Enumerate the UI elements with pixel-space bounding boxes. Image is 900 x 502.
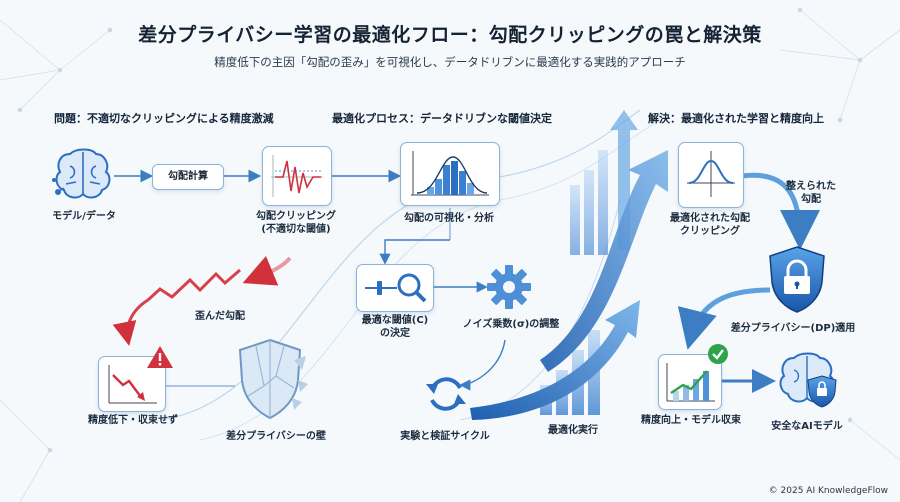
label-clipping: 勾配クリッピング (不適切な閾値): [236, 210, 356, 236]
section-problem-title: 問題：不適切なクリッピングによる精度激減: [54, 112, 274, 125]
label-aligned-gradient: 整えられた 勾配: [776, 180, 846, 206]
label-noise-tune: ノイズ乗数(σ)の調整: [462, 319, 560, 330]
label-experiment-cycle: 実験と検証サイクル: [400, 431, 490, 442]
accuracy-up-box: [658, 354, 722, 410]
label-opt-clip: 最適化された勾配 クリッピング: [652, 212, 768, 238]
refresh-icon: [426, 377, 466, 411]
label-aligned-line1: 整えられた: [786, 181, 836, 192]
label-distorted-gradient: 歪んだ勾配: [195, 311, 245, 322]
warning-icon: [147, 346, 173, 368]
label-dp-wall: 差分プライバシーの壁: [226, 431, 326, 442]
page-title: 差分プライバシー学習の最適化フロー：勾配クリッピングの罠と解決策: [138, 24, 762, 46]
label-optimal-threshold: 最適な閾値(C) の決定: [340, 314, 450, 340]
waveform-icon: [271, 155, 323, 197]
brain-shield-icon: [779, 352, 837, 408]
distorted-gradient-zigzag: [146, 268, 241, 302]
copyright: © 2025 AI KnowledgeFlow: [768, 486, 888, 496]
label-opt-clip-line1: 最適化された勾配: [670, 213, 750, 224]
label-optimize-run: 最適化実行: [548, 425, 598, 436]
section-process-title: 最適化プロセス：データドリブンな閾値決定: [332, 112, 552, 125]
optimization-arrow-upper: [540, 150, 668, 372]
label-optimal-threshold-line1: 最適な閾値(C): [361, 315, 429, 326]
label-dp-apply: 差分プライバシー(DP)適用: [730, 323, 856, 334]
chart-check-icon: [666, 363, 715, 402]
clipping-box: [262, 146, 332, 206]
shattered-shield-icon: [238, 338, 308, 420]
label-grad-visualize: 勾配の可視化・分析: [404, 213, 494, 224]
optimized-curve-icon: [687, 151, 735, 197]
label-clipping-line1: 勾配クリッピング: [256, 211, 336, 222]
check-badge-icon: [708, 344, 728, 364]
label-opt-clip-line2: クリッピング: [680, 226, 740, 237]
optimal-threshold-box: [356, 264, 434, 312]
label-model-data: モデル/データ: [52, 211, 116, 222]
label-clipping-line2: (不適切な閾値): [261, 224, 331, 235]
label-aligned-line2: 勾配: [801, 194, 821, 205]
brain-icon: [52, 148, 111, 199]
network-decoration: [0, 7, 900, 502]
bell-curve-icon: [411, 151, 489, 196]
shield-lock-icon: [769, 246, 825, 313]
label-optimal-threshold-line2: の決定: [380, 328, 410, 339]
gear-icon: [487, 265, 531, 309]
gradient-calc-box: 勾配計算: [152, 164, 224, 190]
opt-clip-box: [678, 142, 744, 208]
label-accuracy-drop: 精度低下・収束せず: [88, 415, 178, 426]
section-solution-title: 解決：最適化された学習と精度向上: [648, 112, 824, 125]
slider-magnifier-icon: [365, 273, 427, 303]
label-accuracy-up: 精度向上・モデル収束: [641, 415, 741, 426]
page-subtitle: 精度低下の主因「勾配の歪み」を可視化し、データドリブンに最適化する実践的アプロー…: [214, 55, 686, 69]
decline-chart-icon: [108, 365, 157, 404]
label-safe-ai: 安全なAIモデル: [771, 421, 843, 432]
grad-visualize-box: [400, 142, 500, 206]
optimization-arrow-lower: [470, 300, 640, 420]
